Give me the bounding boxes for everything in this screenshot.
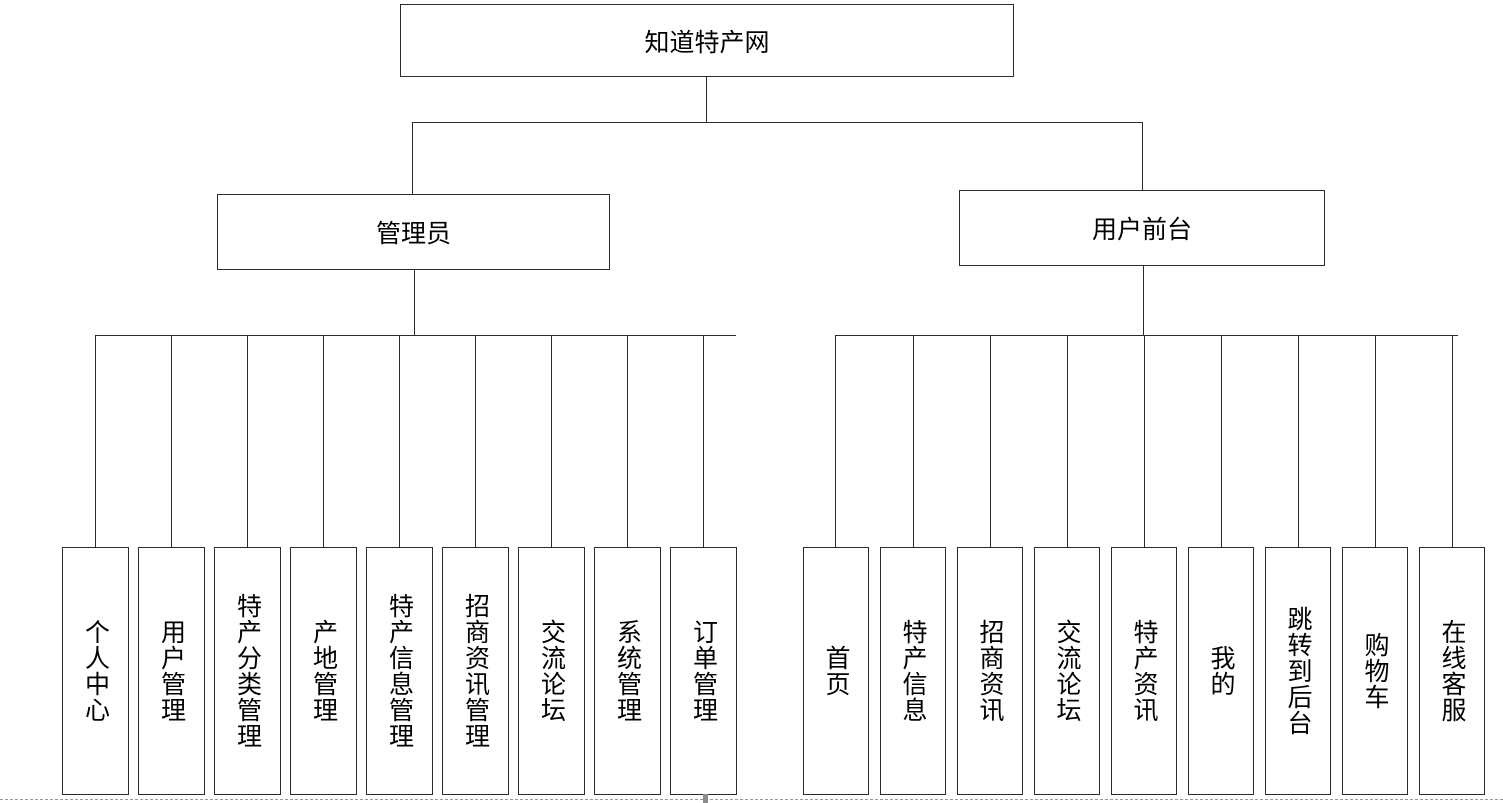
node-root-label: 知道特产网 [644, 27, 770, 57]
node-frontend[interactable]: 用户前台 [959, 190, 1325, 266]
connector-frontend-drop-3 [990, 335, 991, 547]
node-admin-leaf-7-label: 交流论坛 [537, 619, 567, 723]
node-root[interactable]: 知道特产网 [400, 4, 1014, 77]
connector-admin-drop-4 [323, 335, 324, 547]
connector-root-to-admin [412, 122, 413, 194]
connector-frontend-drop-8 [1375, 335, 1376, 547]
connector-admin-drop-5 [399, 335, 400, 547]
node-admin-leaf-6[interactable]: 招商资讯管理 [442, 547, 509, 795]
connector-frontend-stem [1143, 266, 1144, 336]
node-admin-leaf-5-label: 特产信息管理 [385, 593, 415, 749]
node-admin-leaf-7[interactable]: 交流论坛 [518, 547, 585, 795]
node-frontend-leaf-8[interactable]: 购物车 [1342, 547, 1408, 795]
page-boundary-mark [703, 794, 708, 803]
connector-admin-drop-3 [247, 335, 248, 547]
node-frontend-leaf-7-label: 跳转到后台 [1284, 606, 1313, 736]
node-admin-leaf-5[interactable]: 特产信息管理 [366, 547, 433, 795]
connector-frontend-drop-4 [1067, 335, 1068, 547]
node-frontend-leaf-9[interactable]: 在线客服 [1419, 547, 1485, 795]
node-admin-leaf-4[interactable]: 产地管理 [290, 547, 357, 795]
node-frontend-leaf-2[interactable]: 特产信息 [880, 547, 946, 795]
node-admin-leaf-2-label: 用户管理 [157, 619, 187, 723]
node-admin[interactable]: 管理员 [217, 194, 610, 270]
node-frontend-leaf-3[interactable]: 招商资讯 [957, 547, 1023, 795]
connector-frontend-drop-7 [1298, 335, 1299, 547]
connector-frontend-drop-2 [913, 335, 914, 547]
connector-frontend-drop-9 [1452, 335, 1453, 547]
node-frontend-leaf-1[interactable]: 首页 [803, 547, 869, 795]
node-frontend-leaf-4-label: 交流论坛 [1053, 619, 1082, 723]
node-admin-leaf-9[interactable]: 订单管理 [670, 547, 737, 795]
connector-admin-drop-8 [627, 335, 628, 547]
node-frontend-leaf-6-label: 我的 [1207, 645, 1236, 697]
connector-frontend-drop-6 [1221, 335, 1222, 547]
node-frontend-label: 用户前台 [1091, 215, 1192, 244]
connector-root-to-frontend [1142, 122, 1143, 190]
node-frontend-leaf-7[interactable]: 跳转到后台 [1265, 547, 1331, 795]
connector-frontend-drop-1 [835, 335, 836, 547]
page-boundary-line [0, 799, 1503, 800]
connector-frontend-bus [835, 335, 1458, 336]
node-admin-leaf-3[interactable]: 特产分类管理 [214, 547, 281, 795]
node-frontend-leaf-1-label: 首页 [822, 645, 851, 697]
connector-admin-drop-2 [171, 335, 172, 547]
node-admin-leaf-1-label: 个人中心 [81, 619, 111, 723]
connector-admin-drop-6 [475, 335, 476, 547]
connector-root-bus [412, 122, 1143, 123]
node-frontend-leaf-5[interactable]: 特产资讯 [1111, 547, 1177, 795]
node-admin-leaf-6-label: 招商资讯管理 [461, 593, 491, 749]
node-frontend-leaf-8-label: 购物车 [1361, 632, 1390, 710]
node-frontend-leaf-2-label: 特产信息 [899, 619, 928, 723]
node-frontend-leaf-4[interactable]: 交流论坛 [1034, 547, 1100, 795]
node-admin-leaf-3-label: 特产分类管理 [233, 593, 263, 749]
connector-admin-stem [414, 270, 415, 336]
connector-admin-drop-9 [703, 335, 704, 547]
connector-admin-bus [95, 335, 736, 336]
node-admin-leaf-2[interactable]: 用户管理 [138, 547, 205, 795]
connector-admin-drop-1 [95, 335, 96, 547]
node-admin-leaf-8-label: 系统管理 [613, 619, 643, 723]
node-admin-leaf-8[interactable]: 系统管理 [594, 547, 661, 795]
node-admin-label: 管理员 [375, 219, 451, 248]
node-admin-leaf-4-label: 产地管理 [309, 619, 339, 723]
node-frontend-leaf-3-label: 招商资讯 [976, 619, 1005, 723]
node-admin-leaf-1[interactable]: 个人中心 [62, 547, 129, 795]
node-frontend-leaf-5-label: 特产资讯 [1130, 619, 1159, 723]
connector-admin-drop-7 [551, 335, 552, 547]
connector-root-stem [706, 77, 707, 122]
node-frontend-leaf-6[interactable]: 我的 [1188, 547, 1254, 795]
connector-frontend-drop-5 [1144, 335, 1145, 547]
node-admin-leaf-9-label: 订单管理 [689, 619, 719, 723]
node-frontend-leaf-9-label: 在线客服 [1438, 619, 1467, 723]
